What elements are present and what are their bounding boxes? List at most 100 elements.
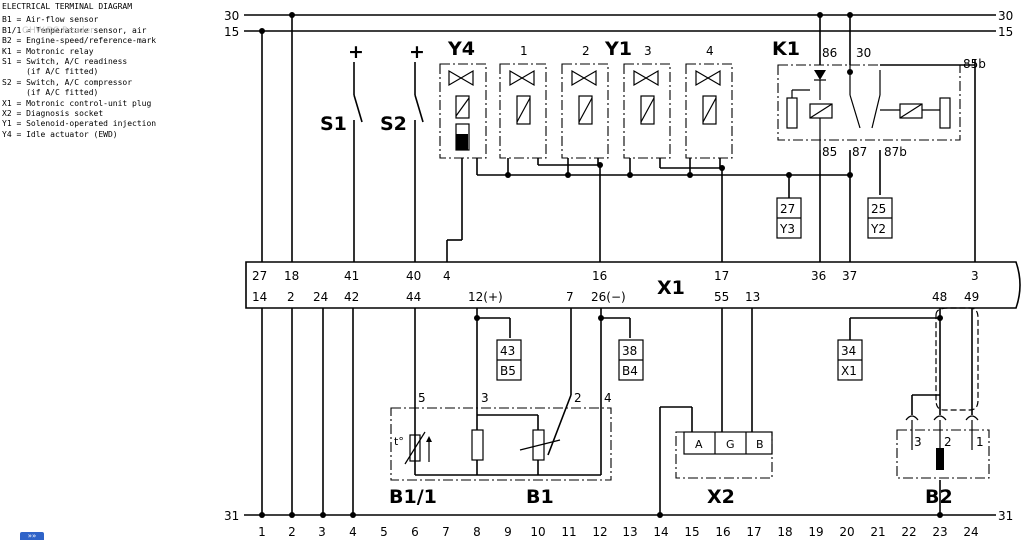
legend: ELECTRICAL TERMINAL DIAGRAM B1 = Air-flo…	[2, 2, 198, 140]
x1-pin: 12(+)	[468, 290, 503, 304]
rail-label-15-right: 15	[998, 25, 1013, 39]
x2-pin: A	[695, 438, 703, 451]
terminal-number: 10	[530, 525, 545, 539]
x1-pin: 37	[842, 269, 857, 283]
ref-bottom: Y2	[870, 222, 886, 236]
x1-label: X1	[657, 277, 685, 299]
terminal-number: 7	[442, 525, 450, 539]
legend-item: (if A/C fitted)	[2, 88, 99, 98]
reference-box: 43 B5	[496, 339, 522, 381]
s2-label: S2	[380, 113, 407, 135]
terminal-number: 2	[288, 525, 296, 539]
legend-item: S1 = Switch, A/C readiness	[2, 57, 128, 67]
watermark: GHW.DS.Reader	[22, 26, 94, 36]
injector-number: 4	[706, 44, 714, 58]
b2-label: B2	[925, 486, 953, 508]
legend-item: B1 = Air-flow sensor	[2, 15, 99, 25]
motronic-relay-k1: K1 86 30 85b 85 87 87b	[772, 38, 986, 159]
terminal-number: 24	[963, 525, 978, 539]
x1-pin: 7	[566, 290, 574, 304]
x1-pin: 36	[811, 269, 826, 283]
legend-item: S2 = Switch, A/C compressor	[2, 77, 133, 87]
x1-pin: 41	[344, 269, 359, 283]
x1-pin: 27	[252, 269, 267, 283]
x1-pin: 2	[287, 290, 295, 304]
x1-pin: 40	[406, 269, 421, 283]
relay-terminal-30: 30	[856, 46, 871, 60]
x1-pin: 44	[406, 290, 421, 304]
ref-top: 25	[871, 202, 886, 216]
relay-terminal-87b: 87b	[884, 145, 907, 159]
injector-number: 1	[520, 44, 528, 58]
s1-label: S1	[320, 113, 347, 135]
terminal-number: 3	[318, 525, 326, 539]
reference-box: 27 Y3	[776, 197, 802, 239]
badge-text: »»	[27, 532, 37, 540]
reference-box: 34 X1	[837, 339, 863, 381]
wires	[261, 15, 976, 515]
ref-bottom: B5	[500, 364, 516, 378]
x1-pin: 18	[284, 269, 299, 283]
x1-pin: 13	[745, 290, 760, 304]
terminal-number: 14	[653, 525, 668, 539]
ref-bottom: B4	[622, 364, 638, 378]
x1-pin: 4	[443, 269, 451, 283]
supply-rails: 30 15 31 30 15 31	[224, 9, 1013, 523]
terminal-number: 19	[808, 525, 823, 539]
legend-item: Y1 = Solenoid-operated injection	[2, 119, 157, 129]
legend-item: (if A/C fitted)	[2, 67, 99, 77]
rail-label-30-right: 30	[998, 9, 1013, 23]
junction-dots	[259, 12, 943, 518]
b1-pin: 3	[481, 391, 489, 405]
terminal-number: 13	[622, 525, 637, 539]
terminal-number: 17	[746, 525, 761, 539]
idle-actuator-y4: Y4	[439, 38, 487, 159]
b1-pin: 2	[574, 391, 582, 405]
x2-pin: B	[756, 438, 764, 451]
rail-label-15-left: 15	[224, 25, 239, 39]
relay-terminal-86: 86	[822, 46, 837, 60]
injector-number: 3	[644, 44, 652, 58]
terminal-number: 12	[592, 525, 607, 539]
x1-pin: 17	[714, 269, 729, 283]
b1-label: B1	[526, 486, 554, 508]
terminal-number: 15	[684, 525, 699, 539]
reference-box: 25 Y2	[867, 197, 893, 239]
x1-pin: 14	[252, 290, 267, 304]
terminal-number: 1	[258, 525, 266, 539]
scroll-indicator-icon[interactable]: »»	[20, 532, 44, 540]
ref-top: 34	[841, 344, 856, 358]
relay-terminal-85b: 85b	[963, 57, 986, 71]
rail-label-30-left: 30	[224, 9, 239, 23]
y1-label: Y1	[604, 38, 632, 60]
terminal-number: 16	[715, 525, 730, 539]
x1-pin: 49	[964, 290, 979, 304]
x1-pin: 16	[592, 269, 607, 283]
rail-label-31-left: 31	[224, 509, 239, 523]
terminal-number: 6	[411, 525, 419, 539]
x1-pin: 42	[344, 290, 359, 304]
terminal-number: 4	[349, 525, 357, 539]
terminal-number: 20	[839, 525, 854, 539]
injectors-y1: Y1 1 2 3 4	[499, 38, 733, 159]
ref-bottom: Y3	[779, 222, 795, 236]
switch-s1: + S1	[320, 41, 364, 135]
relay-terminal-85: 85	[822, 145, 837, 159]
legend-item: B1/1 = Temperature sensor, air	[2, 25, 147, 35]
engine-speed-sensor-b2: 3 2 1 B2	[896, 307, 990, 508]
switch-s2: + S2	[380, 41, 425, 135]
b1-pin: 5	[418, 391, 426, 405]
reference-box: 38 B4	[618, 339, 644, 381]
legend-item: X2 = Diagnosis socket	[2, 109, 104, 119]
rail-label-31-right: 31	[998, 509, 1013, 523]
x1-pin: 3	[971, 269, 979, 283]
x1-pin: 26(−)	[591, 290, 626, 304]
legend-title: ELECTRICAL TERMINAL DIAGRAM	[2, 2, 133, 11]
relay-terminal-87: 87	[852, 145, 867, 159]
s1-plus: +	[348, 41, 364, 63]
k1-label: K1	[772, 38, 800, 60]
y4-label: Y4	[447, 38, 475, 60]
legend-item: B2 = Engine-speed/reference-mark	[2, 36, 157, 46]
b2-pin: 1	[976, 435, 984, 449]
